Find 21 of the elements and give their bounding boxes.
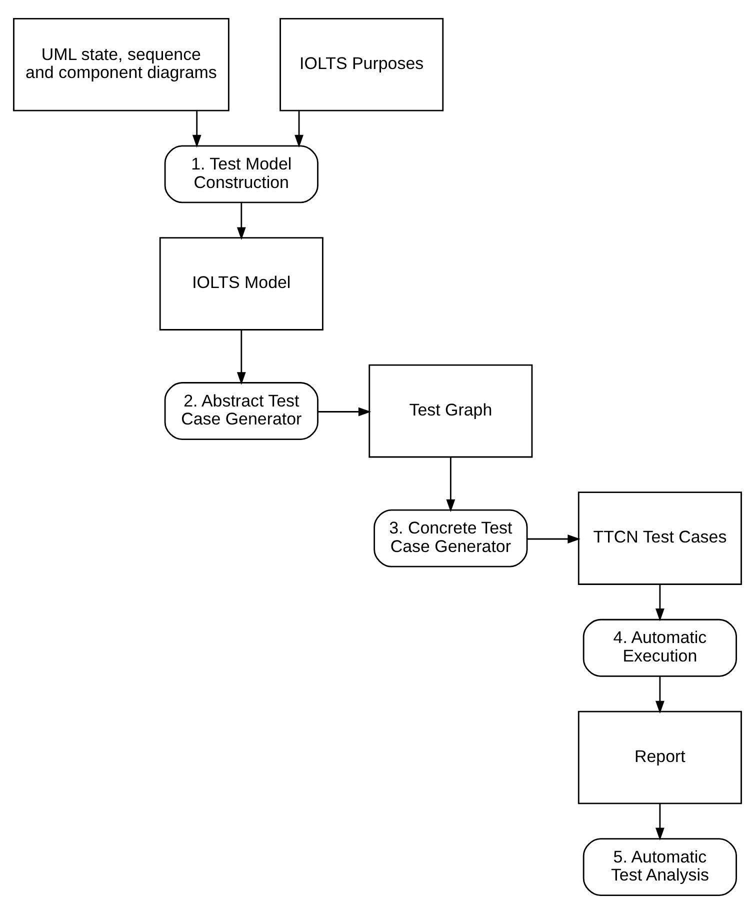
arrow (236, 202, 246, 240)
arrow (527, 534, 580, 543)
arrow (318, 406, 372, 416)
node-box: TTCN Test Cases (578, 491, 742, 584)
arrow (236, 330, 246, 384)
node-box: UML state, sequence and component diagrams (13, 17, 230, 111)
node-box: Report (578, 710, 742, 804)
node-box: IOLTS Model (159, 236, 324, 330)
node-box: 5. Automatic Test Analysis (582, 838, 738, 896)
node-box: IOLTS Purposes (280, 17, 444, 111)
arrow (294, 110, 304, 148)
node-box: Test Graph (368, 364, 533, 458)
arrow (655, 803, 664, 840)
node-box: 2. Abstract Test Case Generator (164, 382, 318, 440)
node-box: 3. Concrete Test Case Generator (374, 508, 528, 567)
node-box: 1. Test Model Construction (164, 144, 318, 203)
arrow (446, 456, 456, 512)
arrow (655, 676, 664, 714)
arrow (192, 110, 202, 148)
arrow (655, 584, 664, 621)
node-box: 4. Automatic Execution (582, 618, 738, 676)
